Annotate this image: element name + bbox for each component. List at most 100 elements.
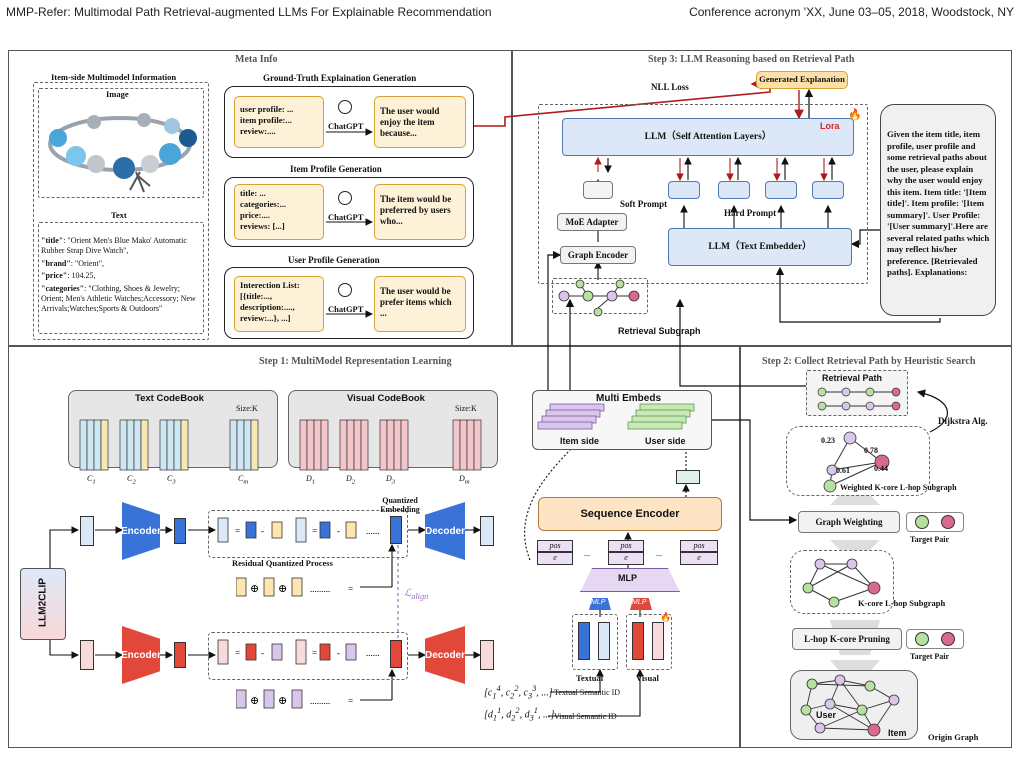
pos-1: pos	[537, 540, 573, 552]
hard-token-1	[668, 181, 700, 199]
pos-n: pos	[680, 540, 718, 552]
llm-self-attention: LLM（Self Attention Layers）	[562, 118, 854, 156]
hard-token-2	[718, 181, 750, 199]
codebook-entry	[306, 419, 315, 471]
llm-region	[538, 104, 868, 284]
kcore-subgraph-label: K-core L-hop Subgraph	[858, 598, 946, 608]
codebook-entry	[320, 419, 329, 471]
multi-embeds-stacks	[537, 403, 695, 430]
e-u-token	[676, 470, 700, 484]
l-align: ℒalign	[404, 588, 429, 601]
svg-text:......: ......	[366, 648, 380, 658]
graph-encoder: Graph Encoder	[560, 246, 636, 264]
target-pair-box-2	[906, 629, 964, 649]
visual-codebook-label: Visual CodeBook	[347, 393, 425, 404]
e-text-feat	[598, 622, 610, 660]
chatgpt-arrows	[326, 128, 374, 318]
pos-i: pos	[608, 540, 644, 552]
codebook-entry	[236, 419, 245, 471]
codebook-entry	[119, 419, 128, 471]
size-k-visual: Size:K	[455, 404, 477, 413]
target-item-node-2	[941, 632, 955, 646]
origin-graph-label: Origin Graph	[928, 732, 979, 742]
zq-visual	[390, 640, 402, 668]
weight-1: 0.23	[821, 436, 835, 445]
textual-label: Textual	[576, 673, 604, 683]
ip-input: title: ...categories:...price:....review…	[234, 184, 324, 240]
weight-2: 0.78	[864, 446, 878, 455]
visual-semantic-ids: [d11, d22, d31, ...]	[484, 706, 555, 723]
bracelet-image	[48, 113, 197, 193]
lora-label: Lora	[820, 121, 840, 131]
codebook-entry	[180, 419, 189, 471]
target-user-node-2	[915, 632, 929, 646]
svg-text:⊕: ⊕	[250, 583, 259, 595]
retrieval-path-graph	[817, 387, 901, 411]
text-box	[38, 222, 204, 334]
svg-text:=: =	[235, 526, 240, 536]
generated-explanation: Generated Explanation	[756, 71, 848, 89]
codebook-entry	[400, 419, 409, 471]
item-side-title: Item-side Multimodel Information	[51, 72, 177, 82]
visual-semantic-label: Visual Semantic ID	[554, 712, 617, 721]
prompt-box: Given the item title, item profile, user…	[880, 104, 996, 316]
codebook-entry	[353, 419, 362, 471]
residual-text-box	[208, 510, 408, 558]
item-profile-box	[224, 177, 474, 247]
kcore-subgraph-box	[790, 550, 894, 614]
retrieval-subgraph-label: Retrieval Subgraph	[618, 326, 701, 336]
svg-text:-: -	[261, 526, 264, 536]
codebook-entry	[229, 419, 238, 471]
codebook-entry	[313, 419, 322, 471]
e-i: e	[608, 552, 644, 565]
textual-semantic-label: Textual Semantic ID	[554, 688, 621, 697]
d2-label: D2	[346, 474, 356, 486]
target-pair-label-1: Target Pair	[910, 535, 950, 544]
textual-feat-box	[572, 614, 618, 670]
codebook-entry	[473, 419, 482, 471]
text-codebook-label: Text CodeBook	[135, 393, 204, 404]
codebook-entry	[140, 419, 149, 471]
step1-title: Step 1: MultiModel Representation Learni…	[259, 356, 452, 367]
moe-adapter: MoE Adapter	[557, 213, 627, 231]
user-label: User	[816, 710, 837, 720]
mlp-block	[580, 568, 680, 592]
step2-title: Step 2: Collect Retrieval Path by Heuris…	[762, 356, 976, 367]
visual-label: Visual	[636, 673, 659, 683]
hard-token-3	[765, 181, 797, 199]
svg-text:.........: .........	[310, 696, 330, 706]
mlp-visual	[630, 598, 652, 610]
codebook-entry	[386, 419, 395, 471]
step3-panel	[512, 50, 1012, 346]
svg-text:-: -	[337, 526, 340, 536]
nll-loss: NLL Loss	[651, 82, 689, 92]
chatgpt-label-2: ChatGPT	[328, 212, 364, 222]
codebook-entry	[339, 419, 348, 471]
step2-panel	[740, 346, 1012, 748]
svg-text:-: -	[337, 648, 340, 658]
step1-panel	[8, 346, 740, 748]
chatgpt-icon	[338, 283, 352, 297]
kcore-subgraph-graph	[802, 558, 881, 608]
e-hat-visual	[480, 640, 494, 670]
svg-text:......: ......	[366, 526, 380, 536]
item-text-content: "title": "Orient Men's Blue Mako' Automa…	[41, 236, 196, 313]
e-n: e	[680, 552, 718, 565]
c3-label: C3	[167, 474, 176, 486]
codebook-entry	[243, 419, 252, 471]
codebook-entry	[250, 419, 259, 471]
hard-token-4	[812, 181, 844, 199]
quantized-label: Quantized Embedding	[380, 496, 420, 514]
codebook-entry	[133, 419, 142, 471]
target-item-node	[941, 515, 955, 529]
mlp-visual-label: MLP	[632, 599, 647, 606]
visual-feat-box	[626, 614, 672, 670]
weighted-subgraph-label: Weighted K-core L-hop Subgraph	[840, 483, 957, 492]
svg-text:=: =	[235, 648, 240, 658]
svg-text:⊕: ⊕	[278, 583, 287, 595]
weighted-subgraph-box	[786, 426, 930, 496]
pruning: L-hop K-core Pruning	[792, 628, 902, 650]
llm2clip-box	[20, 568, 66, 640]
sequence-encoder: Sequence Encoder	[538, 497, 722, 531]
item-label: Item	[888, 728, 907, 738]
